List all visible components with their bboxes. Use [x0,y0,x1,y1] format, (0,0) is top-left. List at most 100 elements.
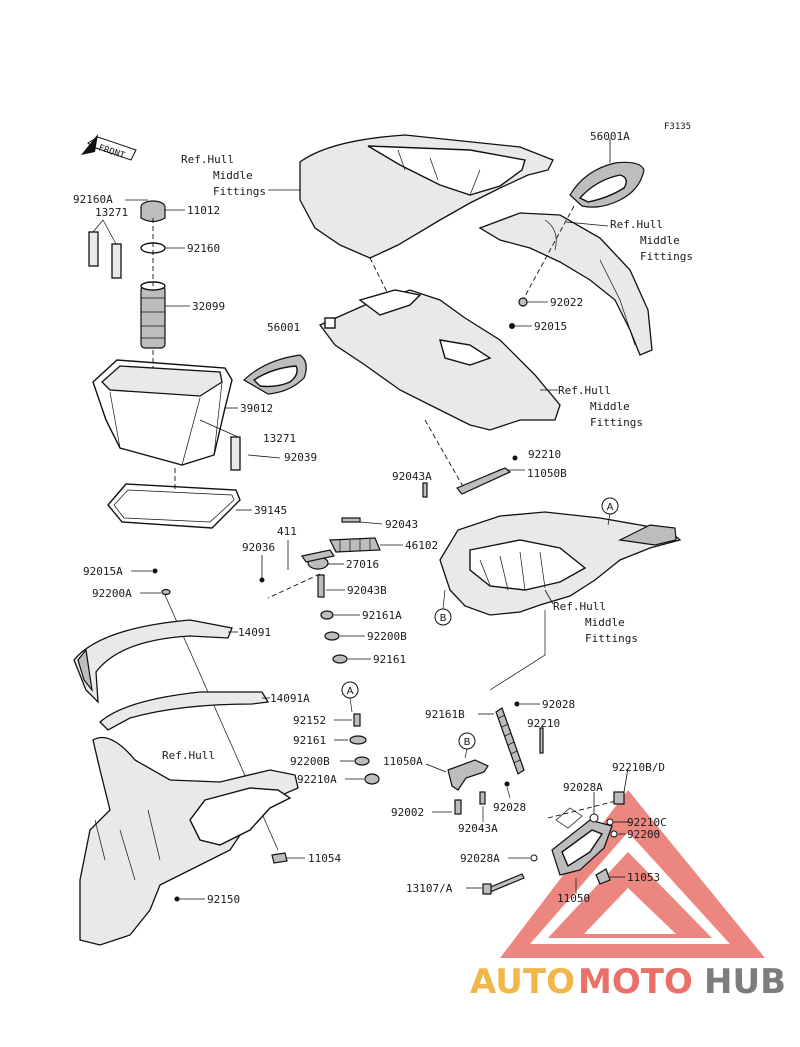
leader-refhull-low [544,589,554,605]
label-11053: 11053 [627,871,660,884]
hull-body [79,736,299,946]
watermark-logo [500,790,765,958]
label-92161-b: 92161 [293,734,326,747]
watermark-auto: AUTO [470,962,575,1002]
leader-11050a [425,763,447,773]
part-92200a [161,588,171,596]
part-92210bd [613,791,625,805]
trim-panel-14091a [99,691,270,731]
label-92160: 92160 [187,242,220,255]
label-11050b: 11050B [527,467,567,480]
latch-46102 [329,537,381,553]
label-92028-b: 92028 [493,801,526,814]
part-92210c [606,818,614,826]
label-92043a-2: 92043A [458,822,498,835]
part-92002 [454,799,462,815]
label-92160a: 92160A [73,193,113,206]
right-fairing [478,212,653,356]
spring-27016 [301,549,335,570]
part-11053 [595,868,611,885]
callout-b-lower-text: B [464,737,471,748]
leader-callout-a [349,697,353,713]
label-refhull-mid-3: Fittings [590,416,643,429]
part-92028a-2 [530,854,538,862]
vent-cover-56001a [569,161,645,208]
clip-13271 [230,436,241,471]
label-92200b: 92200B [367,630,407,643]
label-39012: 39012 [240,402,273,415]
label-92200b-2: 92200B [290,755,330,768]
leader-13271-a [92,219,117,245]
callout-b-upper-text: B [440,613,447,624]
label-refhull-low-3: Fittings [585,632,638,645]
label-92150: 92150 [207,893,240,906]
label-92036: 92036 [242,541,275,554]
callout-a-right-text: A [607,502,614,513]
part-92028-b [504,781,510,787]
label-11050a: 11050A [383,755,423,768]
part-92150 [174,896,180,902]
label-27016: 27016 [346,558,379,571]
label-92028a-2: 92028A [460,852,500,865]
leader-line-tray [489,610,546,691]
label-92043b: 92043B [347,584,387,597]
label-refhull-hull: Ref.Hull [162,749,215,762]
part-92210a [364,773,380,785]
part-92210-b [539,727,544,754]
label-92043a: 92043A [392,470,432,483]
label-411: 411 [277,525,297,538]
label-refhull-top-3: Fittings [640,250,693,263]
label-11012: 11012 [187,204,220,217]
leader-92028-b [506,786,511,799]
bracket-11050a [447,759,489,791]
label-92200: 92200 [627,828,660,841]
label-92022: 92022 [550,296,583,309]
part-92210-a [512,455,518,461]
label-refhull-right-2: Middle [213,169,253,182]
leader-callout-a-right [607,513,611,526]
label-refhull-mid-2: Middle [590,400,630,413]
label-56001a: 56001A [590,130,630,143]
figure-code: F3135 [664,122,691,132]
bracket-11050 [551,819,613,876]
label-92161: 92161 [373,653,406,666]
label-32099: 32099 [192,300,225,313]
leader-dash-assembly [547,799,621,819]
label-92015a: 92015A [83,565,123,578]
label-92161a: 92161A [362,609,402,622]
label-refhull-mid-1: Ref.Hull [558,384,611,397]
part-92015 [509,323,515,329]
trim-panel-14091 [73,619,233,704]
part-92028a [589,813,599,823]
label-92002: 92002 [391,806,424,819]
label-46102: 46102 [405,539,438,552]
label-11050: 11050 [557,892,590,905]
part-11050b [456,467,512,495]
label-refhull-top-2: Middle [640,234,680,247]
part-92200b-2 [354,756,370,766]
label-92210-b: 92210 [527,717,560,730]
part-92043a [422,482,428,498]
label-refhull-low-1: Ref.Hull [553,600,606,613]
storage-bin-39012 [92,359,233,466]
label-56001: 56001 [267,321,300,334]
lower-tray [439,511,682,616]
label-92210c: 92210C [627,816,667,829]
label-92039: 92039 [284,451,317,464]
vent-cover-56001 [243,354,307,395]
part-92200 [610,830,618,838]
leader-callout-b [442,589,446,610]
label-92210a: 92210A [297,773,337,786]
spring-rod-92161b [495,707,525,775]
part-92161a [320,610,334,620]
label-13271-a: 13271 [95,206,128,219]
leader-92043 [359,521,383,525]
part-92043a-2 [479,791,486,805]
label-14091: 14091 [238,626,271,639]
callout-a-upper-text: A [347,686,354,697]
label-92210-a: 92210 [528,448,561,461]
leader-callout-b-lower [464,748,468,759]
leader-92039 [247,454,281,459]
part-92015a [152,568,158,574]
